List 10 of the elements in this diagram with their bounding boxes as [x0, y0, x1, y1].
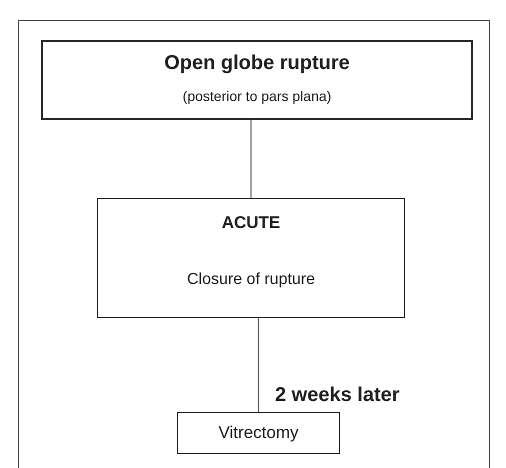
connector-line — [250, 120, 252, 198]
box-text: Closure of rupture — [186, 271, 316, 289]
process-box — [41, 40, 473, 120]
box-heading: ACUTE — [220, 213, 282, 233]
process-box — [177, 412, 340, 454]
box-heading: Open globe rupture — [163, 52, 351, 75]
process-box — [97, 198, 405, 318]
box-text: Vitrectomy — [218, 423, 300, 443]
connector-line — [258, 318, 260, 412]
box-text: (posterior to pars plana) — [182, 88, 332, 104]
